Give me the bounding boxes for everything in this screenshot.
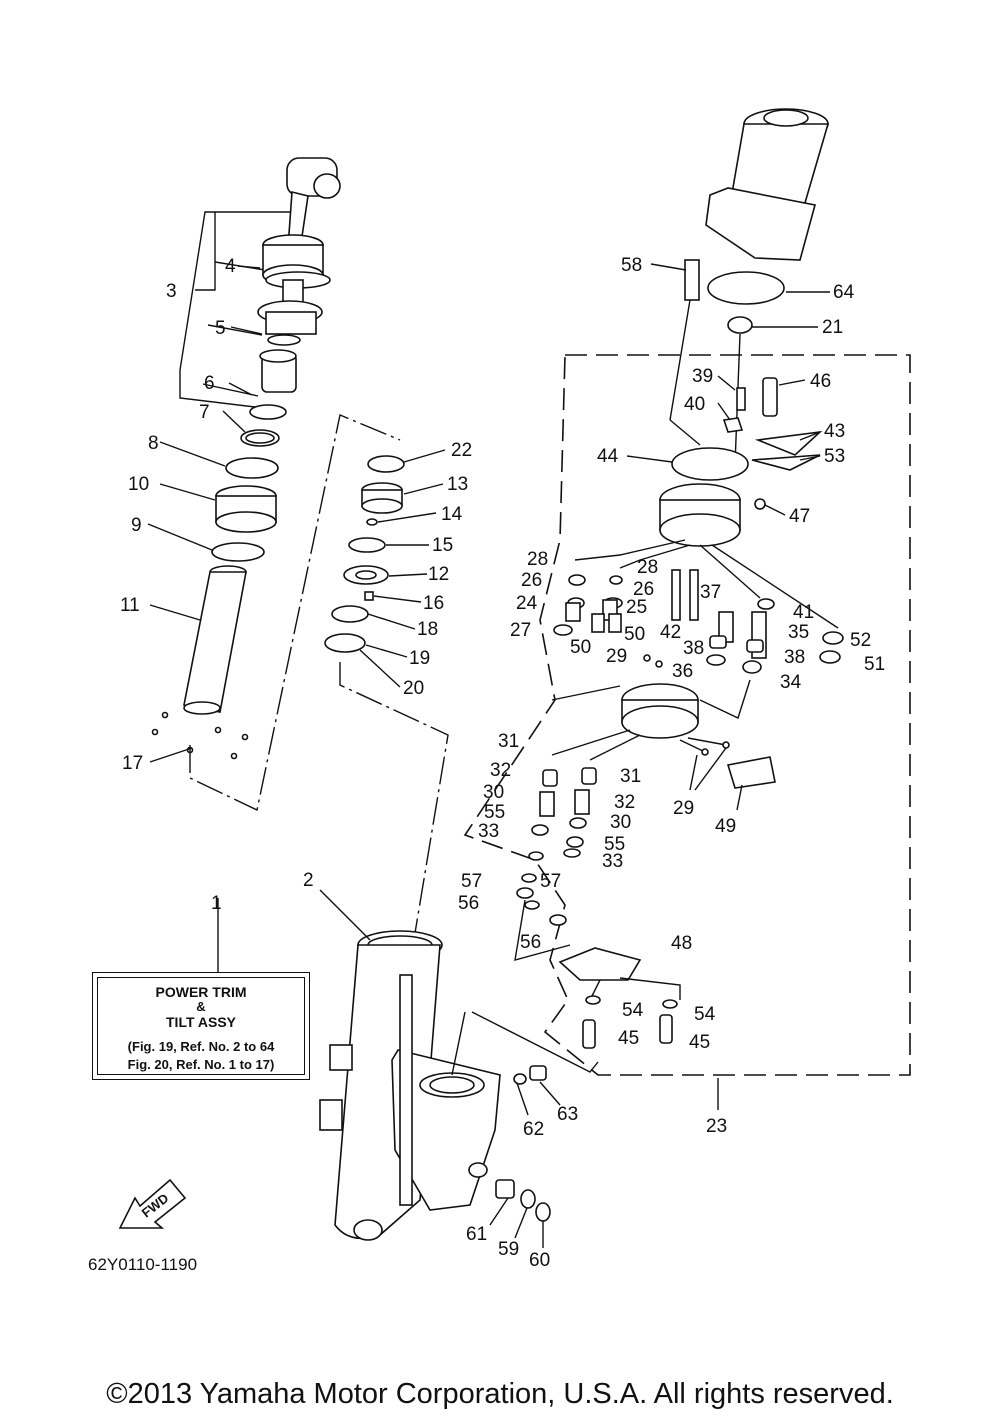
label-43: 43: [824, 421, 845, 442]
fittings: [489, 1065, 561, 1248]
label-38b: 38: [784, 647, 805, 668]
label-44: 44: [597, 446, 619, 467]
label-59: 59: [498, 1239, 519, 1260]
label-13: 13: [447, 474, 468, 495]
label-8: 8: [148, 433, 159, 454]
label-63: 63: [557, 1104, 578, 1125]
part-number-labels: 1 2 3 4 5 6 7 8 10 9 11 17 22 13 14 15 1…: [120, 255, 885, 1271]
label-2: 2: [303, 870, 314, 891]
label-54a: 54: [622, 1000, 644, 1021]
label-16: 16: [423, 593, 444, 614]
label-51: 51: [864, 654, 885, 675]
label-1: 1: [211, 893, 222, 914]
label-25: 25: [626, 597, 647, 618]
label-42: 42: [660, 622, 681, 643]
label-18: 18: [417, 619, 438, 640]
label-31b: 31: [620, 766, 641, 787]
label-7: 7: [199, 402, 210, 423]
label-45a: 45: [618, 1028, 639, 1049]
label-37: 37: [700, 582, 721, 603]
label-26a: 26: [521, 570, 542, 591]
label-55a: 55: [484, 802, 505, 823]
label-32a: 32: [490, 760, 511, 781]
label-57a: 57: [461, 871, 482, 892]
label-40: 40: [684, 394, 705, 415]
label-52: 52: [850, 630, 871, 651]
label-11: 11: [120, 595, 140, 616]
label-4: 4: [225, 256, 236, 277]
label-39: 39: [692, 366, 713, 387]
label-45b: 45: [689, 1032, 710, 1053]
label-49: 49: [715, 816, 736, 837]
label-33b: 33: [602, 851, 623, 872]
label-62: 62: [523, 1119, 544, 1140]
label-41: 41: [793, 602, 814, 623]
label-57b: 57: [540, 871, 561, 892]
label-22: 22: [451, 440, 472, 461]
label-14: 14: [441, 504, 463, 525]
label-3: 3: [166, 281, 177, 302]
trim-motor: [669, 108, 830, 466]
label-56b: 56: [520, 932, 541, 953]
label-5: 5: [215, 318, 226, 339]
label-28a: 28: [527, 549, 548, 570]
label-64: 64: [833, 282, 855, 303]
free-piston-parts: [324, 455, 449, 976]
label-46: 46: [810, 371, 831, 392]
label-34: 34: [780, 672, 802, 693]
valve-assembly-boundary: [463, 354, 911, 1076]
label-23: 23: [706, 1116, 727, 1137]
callout-ampersand: &: [196, 999, 206, 1014]
label-36: 36: [672, 661, 693, 682]
label-50b: 50: [570, 637, 591, 658]
drawing-code: 62Y0110-1190: [88, 1255, 198, 1274]
label-30a: 30: [483, 782, 504, 803]
label-55b: 55: [604, 834, 625, 855]
label-38a: 38: [683, 638, 704, 659]
tilt-rod-assembly: [151, 157, 401, 812]
label-61: 61: [466, 1224, 487, 1245]
leader-lines: [147, 263, 830, 1110]
callout-ref-line2: Fig. 20, Ref. No. 1 to 17): [127, 1057, 275, 1072]
callout-title-line1: POWER TRIM: [155, 984, 247, 1000]
label-30b: 30: [610, 812, 631, 833]
label-53: 53: [824, 446, 845, 467]
callout-title-line2: TILT ASSY: [166, 1014, 236, 1030]
label-28b: 28: [637, 557, 658, 578]
label-29b: 29: [673, 798, 694, 819]
label-26b: 26: [633, 579, 654, 600]
label-58: 58: [621, 255, 642, 276]
label-27: 27: [510, 620, 531, 641]
label-32b: 32: [614, 792, 635, 813]
label-50a: 50: [624, 624, 645, 645]
callout-ref-line1: (Fig. 19, Ref. No. 2 to 64: [127, 1039, 275, 1054]
label-60: 60: [529, 1250, 550, 1271]
trim-tilt-body: [319, 889, 599, 1241]
label-12: 12: [428, 564, 449, 585]
label-6: 6: [204, 373, 215, 394]
label-31a: 31: [498, 731, 519, 752]
assembly-callout-box: POWER TRIM & TILT ASSY (Fig. 19, Ref. No…: [92, 972, 310, 1080]
label-48: 48: [671, 933, 692, 954]
label-20: 20: [403, 678, 424, 699]
label-35: 35: [788, 622, 809, 643]
label-17: 17: [122, 753, 143, 774]
label-54b: 54: [694, 1004, 716, 1025]
fwd-arrow-icon: FWD: [118, 1178, 187, 1229]
assembly-callout-inner: POWER TRIM & TILT ASSY (Fig. 19, Ref. No…: [97, 977, 305, 1075]
label-10: 10: [128, 474, 149, 495]
label-24: 24: [516, 593, 538, 614]
label-33a: 33: [478, 821, 499, 842]
label-9: 9: [131, 515, 142, 536]
label-56a: 56: [458, 893, 479, 914]
label-29a: 29: [606, 646, 627, 667]
label-47: 47: [789, 506, 810, 527]
copyright-notice: ©2013 Yamaha Motor Corporation, U.S.A. A…: [106, 1378, 894, 1410]
label-19: 19: [409, 648, 430, 669]
label-21: 21: [822, 317, 843, 338]
label-15: 15: [432, 535, 453, 556]
valve-assembly-parts: [514, 377, 844, 1049]
